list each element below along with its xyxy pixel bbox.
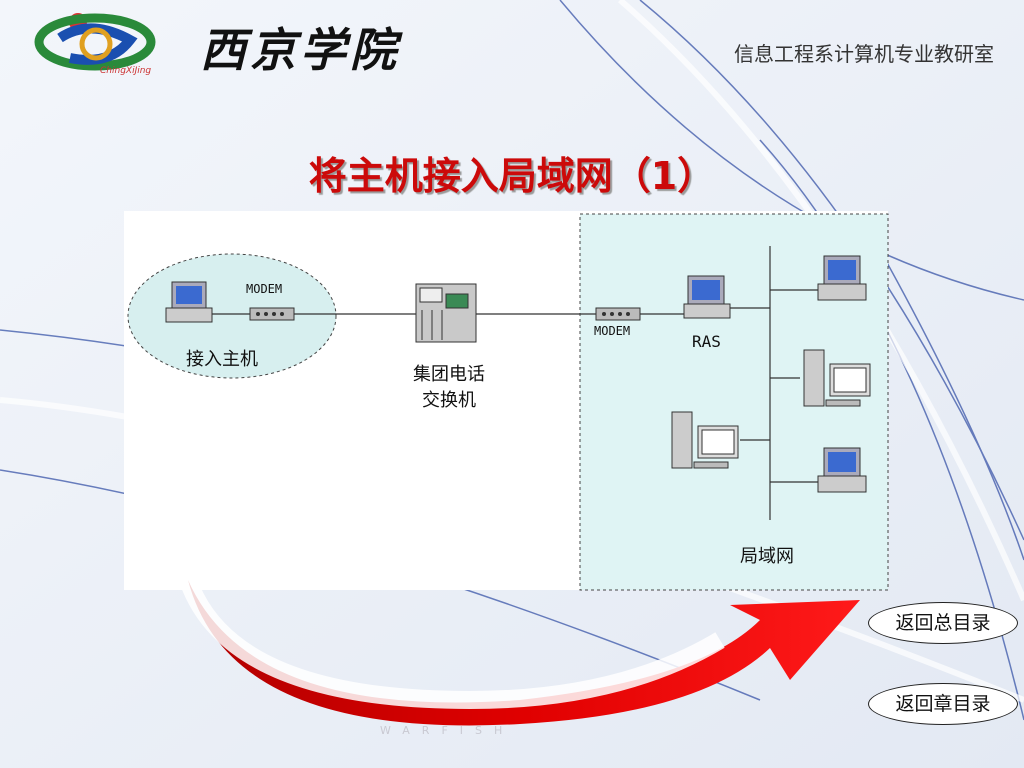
department-name: 信息工程系计算机专业教研室: [734, 42, 994, 66]
lan-computer-1-icon: [817, 255, 867, 301]
back-to-main-toc-button[interactable]: 返回总目录: [868, 602, 1018, 644]
right-modem-label: MODEM: [594, 324, 631, 338]
back-to-chapter-toc-button[interactable]: 返回章目录: [868, 683, 1018, 725]
access-host-computer-icon: [165, 281, 213, 323]
ras-label: RAS: [692, 332, 721, 351]
logo-caption: ChingXiJing: [100, 66, 152, 76]
left-modem-label: MODEM: [246, 282, 283, 296]
switch-label-line1: 集团电话: [413, 364, 485, 385]
lan-label: 局域网: [740, 546, 794, 567]
switch-label-line2: 交换机: [422, 390, 476, 411]
left-modem-icon: [249, 307, 295, 321]
school-logo-icon: [34, 13, 156, 71]
right-modem-icon: [595, 307, 641, 321]
lan-computer-4-icon: [817, 447, 867, 493]
group-telephone-switch-icon: [415, 283, 477, 343]
ras-server-icon: [683, 275, 731, 319]
watermark-text: WARFISH: [380, 724, 515, 737]
lan-computer-3-icon: [671, 411, 739, 469]
school-name: 西京学院: [200, 23, 400, 77]
red-curved-arrow-icon: [188, 580, 860, 726]
access-host-label: 接入主机: [186, 349, 258, 370]
slide-title: 将主机接入局域网（1）: [308, 154, 716, 198]
lan-computer-2-icon: [803, 349, 871, 407]
